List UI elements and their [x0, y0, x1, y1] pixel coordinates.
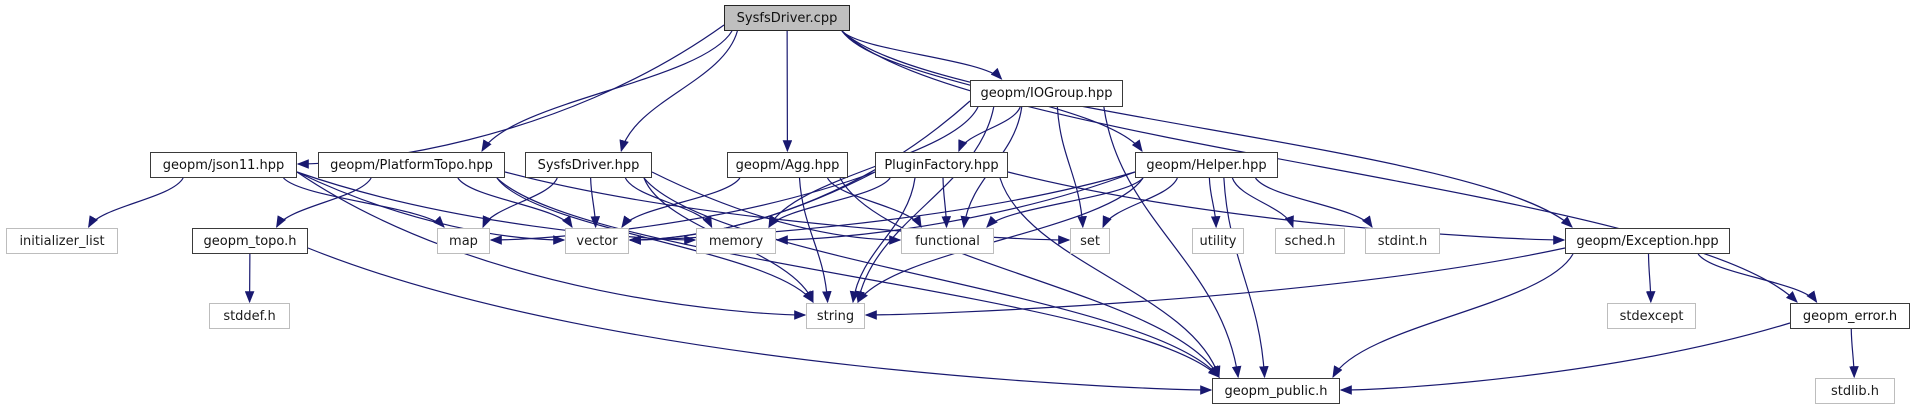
graph-edge [958, 106, 1021, 153]
graph-node-geopm-public-h[interactable]: geopm_public.h [1212, 378, 1340, 404]
graph-edge [481, 30, 733, 153]
graph-node-geopm-json11-hpp[interactable]: geopm/json11.hpp [150, 152, 297, 178]
graph-edge [826, 177, 922, 229]
graph-edge [1231, 177, 1294, 229]
graph-edge [628, 171, 1136, 245]
graph-edge [621, 177, 741, 228]
graph-edge [296, 171, 697, 245]
graph-edge [841, 30, 1798, 303]
graph-node-set[interactable]: set [1070, 228, 1110, 254]
graph-edge [1056, 106, 1087, 229]
graph-edge [624, 177, 713, 229]
graph-edge [775, 171, 1136, 245]
graph-edge [999, 177, 1221, 379]
graph-edge [296, 171, 566, 245]
graph-node-utility[interactable]: utility [1192, 228, 1244, 254]
graph-node-map[interactable]: map [437, 228, 490, 254]
graph-node-stdexcept[interactable]: stdexcept [1607, 303, 1696, 329]
graph-node-geopm-iogroup-hpp[interactable]: geopm/IOGroup.hpp [970, 80, 1123, 107]
graph-node-sched-h[interactable]: sched.h [1275, 228, 1345, 254]
graph-node-geopm-error-h[interactable]: geopm_error.h [1790, 303, 1910, 329]
graph-edge [619, 30, 738, 153]
graph-node-memory[interactable]: memory [696, 228, 776, 254]
graph-node-geopm-topo-h[interactable]: geopm_topo.h [192, 228, 308, 254]
graph-edge [1697, 253, 1818, 303]
graph-node-functional[interactable]: functional [901, 228, 994, 254]
graph-node-geopm-agg-hpp[interactable]: geopm/Agg.hpp [727, 152, 848, 178]
graph-edge [296, 171, 807, 320]
graph-node-sysfsdriver-cpp: SysfsDriver.cpp [724, 5, 850, 31]
graph-edge [798, 177, 832, 304]
graph-edge [839, 177, 1220, 379]
graph-edge [651, 171, 902, 245]
graph-edge [841, 30, 1003, 80]
graph-edge [841, 30, 1573, 228]
graph-edge [88, 177, 184, 229]
graph-edge [590, 177, 601, 229]
graph-node-initializer-list[interactable]: initializer_list [6, 228, 118, 254]
graph-node-string[interactable]: string [806, 303, 865, 329]
graph-node-vector[interactable]: vector [565, 228, 629, 254]
graph-edge [307, 247, 1213, 395]
graph-edge [489, 171, 876, 245]
graph-node-geopm-helper-hpp[interactable]: geopm/Helper.hpp [1135, 152, 1278, 178]
graph-edge [855, 106, 995, 304]
graph-edge [1849, 328, 1859, 379]
graph-edge [1208, 177, 1221, 229]
graph-node-geopm-exception-hpp[interactable]: geopm/Exception.hpp [1565, 228, 1730, 254]
graph-node-pluginfactory-hpp[interactable]: PluginFactory.hpp [875, 152, 1008, 178]
graph-edge [768, 177, 891, 228]
graph-edge [768, 106, 979, 229]
graph-edge [1103, 106, 1242, 379]
graph-edge [857, 177, 1144, 304]
graph-edge [643, 177, 1220, 378]
graph-node-geopm-platformtopo-hpp[interactable]: geopm/PlatformTopo.hpp [318, 152, 505, 178]
graph-edge [1255, 177, 1373, 228]
graph-node-stdint-h[interactable]: stdint.h [1365, 228, 1440, 254]
graph-edge [504, 171, 1071, 245]
graph-edge [276, 177, 372, 229]
graph-node-sysfsdriver-hpp[interactable]: SysfsDriver.hpp [525, 152, 652, 178]
graph-edge [457, 177, 573, 228]
graph-edge [482, 177, 558, 229]
graph-edge [986, 177, 1144, 228]
graph-edge [849, 177, 916, 304]
graph-edge [1645, 253, 1656, 304]
graph-edge [496, 177, 1220, 378]
graph-edge [864, 247, 1566, 320]
graph-edge [296, 24, 725, 169]
graph-node-stddef-h[interactable]: stddef.h [209, 303, 290, 329]
graph-edge [1223, 177, 1269, 379]
graph-edge [1007, 171, 1566, 245]
graph-edge [283, 177, 445, 228]
graph-edge [1102, 177, 1178, 229]
graph-edge [1332, 253, 1574, 379]
graph-node-stdlib-h[interactable]: stdlib.h [1815, 378, 1895, 404]
graph-edge [1339, 322, 1791, 395]
